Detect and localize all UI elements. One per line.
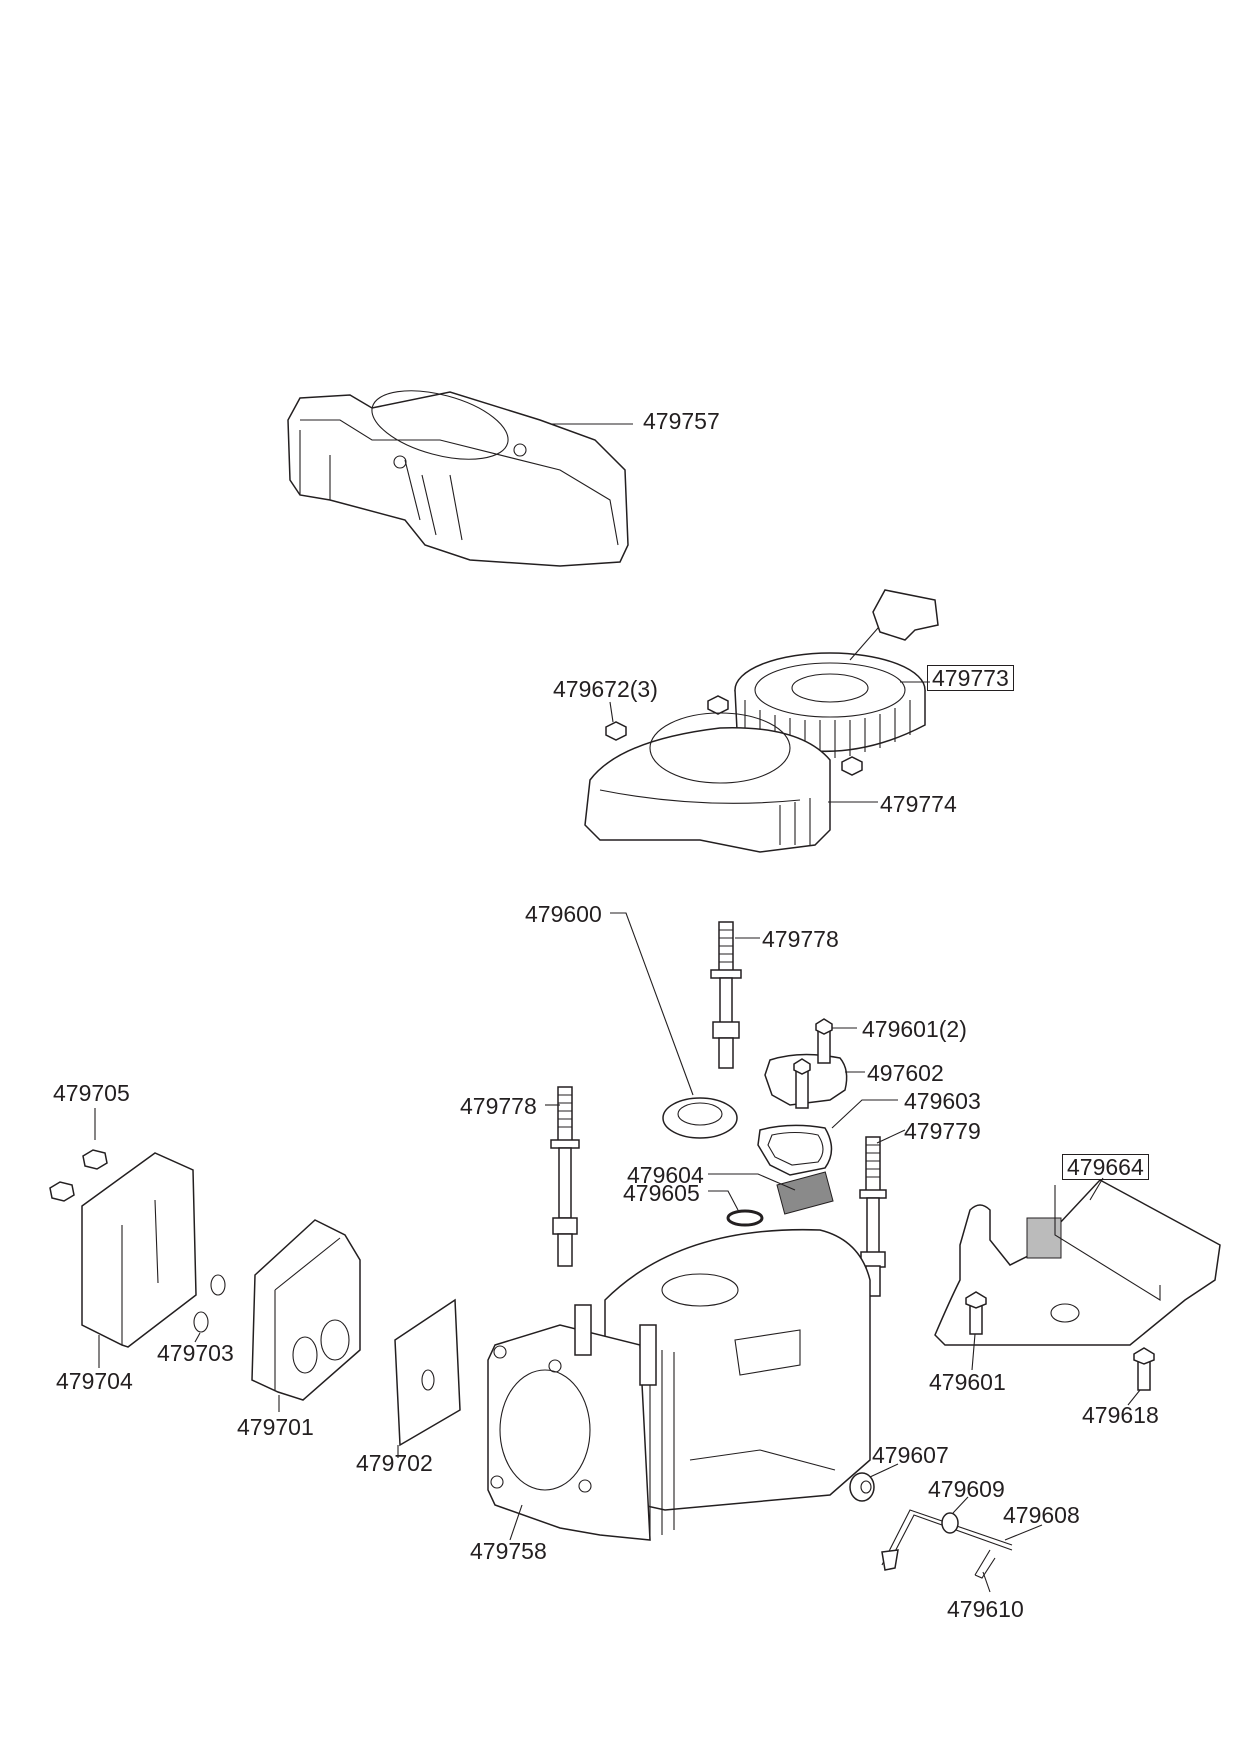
- leader-479610: [982, 1571, 991, 1593]
- part-muffler-nuts: [49, 1149, 108, 1202]
- leader-479601: [971, 1333, 976, 1371]
- label-479664: 479664: [1062, 1154, 1149, 1180]
- leader-479758: [509, 1504, 523, 1541]
- part-muffler: [251, 1219, 361, 1401]
- label-479609: 479609: [928, 1476, 1005, 1502]
- part-o-ring: [726, 1209, 764, 1227]
- leader-479779: [876, 1129, 906, 1144]
- part-breather-plate: [764, 1018, 848, 1109]
- label-479604: 479604: [627, 1162, 704, 1188]
- leader-479604: [708, 1173, 796, 1191]
- leader-479609: [952, 1496, 969, 1514]
- label-479703: 479703: [157, 1340, 234, 1366]
- label-497602: 497602: [867, 1060, 944, 1086]
- label-479757: 479757: [643, 408, 720, 434]
- leader-479600: [610, 912, 694, 1096]
- label-479607: 479607: [872, 1442, 949, 1468]
- label-479608: 479608: [1003, 1502, 1080, 1528]
- part-stud-upper: [710, 921, 742, 1069]
- part-oil-seal: [662, 1097, 738, 1139]
- label-479705: 479705: [53, 1080, 130, 1106]
- label-479701: 479701: [237, 1414, 314, 1440]
- part-control-bracket: [934, 1179, 1221, 1346]
- part-heat-shield: [81, 1152, 197, 1348]
- label-479603: 479603: [904, 1088, 981, 1114]
- leader-479603: [831, 1099, 898, 1129]
- label-479605: 479605: [623, 1180, 700, 1206]
- leader-479664: [1089, 1177, 1104, 1201]
- part-breather-gasket: [757, 1124, 833, 1176]
- label-479774: 479774: [880, 791, 957, 817]
- part-gasket-rings: [193, 1274, 226, 1333]
- label-479610: 479610: [947, 1596, 1024, 1622]
- label-479778-left: 479778: [460, 1093, 537, 1119]
- label-479618: 479618: [1082, 1402, 1159, 1428]
- label-479601: 479601: [929, 1369, 1006, 1395]
- label-479601x2: 479601(2): [862, 1016, 967, 1042]
- leader-479608: [1004, 1524, 1043, 1541]
- leader-479607: [869, 1463, 899, 1478]
- leader-479672: [609, 701, 614, 723]
- part-flange-nuts: [605, 695, 863, 776]
- label-479672: 479672(3): [553, 676, 658, 702]
- label-479773: 479773: [927, 665, 1014, 691]
- part-breather-mesh: [776, 1171, 834, 1215]
- part-blower-housing: [287, 390, 629, 567]
- label-479702: 479702: [356, 1450, 433, 1476]
- label-479778-upper: 479778: [762, 926, 839, 952]
- label-479779: 479779: [904, 1118, 981, 1144]
- part-governor-parts: [849, 1472, 1013, 1579]
- part-cylinder-block: [487, 1228, 871, 1541]
- part-stud-479779: [859, 1136, 887, 1297]
- part-muffler-gasket: [394, 1298, 461, 1447]
- part-fan-cover: [584, 712, 831, 853]
- label-479758: 479758: [470, 1538, 547, 1564]
- leader-479703: [194, 1332, 201, 1343]
- label-479600: 479600: [525, 901, 602, 927]
- part-recoil-starter: [734, 589, 939, 758]
- leader-479618: [1127, 1389, 1141, 1406]
- part-bracket-bolts: [965, 1291, 1155, 1391]
- part-stud-left: [550, 1086, 580, 1267]
- leader-479605: [708, 1190, 739, 1211]
- label-479704: 479704: [56, 1368, 133, 1394]
